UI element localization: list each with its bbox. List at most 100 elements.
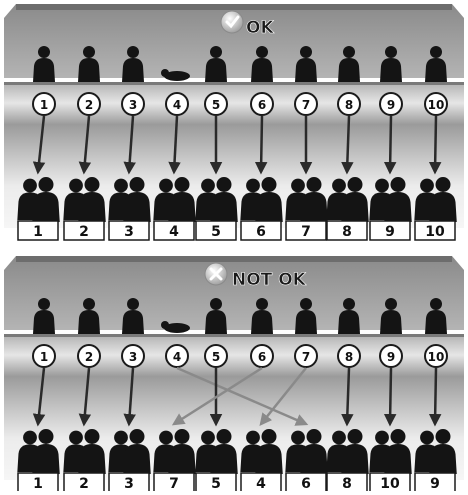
top-silhouette <box>425 46 447 82</box>
bottom-group <box>285 429 328 474</box>
top-silhouette <box>380 46 402 82</box>
bottom-label-text: 9 <box>430 476 440 491</box>
bottom-label-text: 8 <box>342 476 352 491</box>
number-label: 9 <box>387 350 395 364</box>
bottom-label: 4 <box>240 472 282 493</box>
bottom-label: 6 <box>240 220 282 241</box>
bottom-group <box>369 429 412 474</box>
bottom-label: 8 <box>326 220 368 241</box>
bottom-label-text: 10 <box>380 476 400 491</box>
mapping-arrow <box>341 115 354 175</box>
top-silhouette <box>251 298 273 334</box>
mapping-arrow <box>168 115 181 175</box>
bottom-label-text: 4 <box>256 476 266 491</box>
number-label: 10 <box>428 350 445 364</box>
bottom-label-text: 3 <box>124 224 134 240</box>
bottom-label-text: 2 <box>79 224 89 240</box>
bottom-label-text: 6 <box>301 476 311 491</box>
top-silhouette <box>205 46 227 82</box>
top-silhouette <box>380 298 402 334</box>
bottom-group <box>63 177 106 222</box>
bottom-label-text: 8 <box>342 224 352 240</box>
mapping-arrow <box>32 115 46 175</box>
mapping-arrow <box>78 367 92 427</box>
bottom-label: 8 <box>326 472 368 493</box>
mapping-arrow <box>383 115 397 175</box>
bottom-label: 5 <box>195 472 237 493</box>
top-silhouette <box>425 298 447 334</box>
check-icon <box>220 10 244 34</box>
top-silhouette <box>122 298 144 334</box>
bottom-label-text: 4 <box>169 224 179 240</box>
top-silhouette <box>205 298 227 334</box>
number-label: 8 <box>345 98 353 112</box>
number-label: 3 <box>129 350 137 364</box>
bottom-label-text: 1 <box>33 224 43 240</box>
mapping-arrow <box>176 366 309 426</box>
number-label: 7 <box>302 98 310 112</box>
bottom-label: 1 <box>17 220 59 241</box>
header-rim <box>16 4 452 10</box>
bottom-group <box>108 429 151 474</box>
number-label: 4 <box>173 98 181 112</box>
bottom-label: 7 <box>153 472 195 493</box>
bottom-group <box>326 429 369 474</box>
bottom-label: 4 <box>153 220 195 241</box>
top-silhouette <box>122 46 144 82</box>
mapping-arrow <box>341 367 354 427</box>
bottom-group <box>195 177 238 222</box>
top-silhouette <box>338 298 360 334</box>
number-circle: 2 <box>77 344 101 368</box>
bottom-group <box>153 177 196 222</box>
bottom-group <box>63 429 106 474</box>
bottom-label-text: 10 <box>425 224 445 240</box>
number-circle: 10 <box>424 92 448 116</box>
bottom-group <box>240 177 283 222</box>
bottom-group <box>369 177 412 222</box>
mapping-arrow <box>254 115 268 175</box>
number-label: 7 <box>302 350 310 364</box>
number-circle: 9 <box>379 92 403 116</box>
bottom-group-row <box>17 177 457 222</box>
number-label: 1 <box>40 98 48 112</box>
bottom-group <box>414 429 457 474</box>
bottom-label: 9 <box>369 220 411 241</box>
mapping-arrow <box>383 367 397 427</box>
number-circle: 8 <box>337 92 361 116</box>
bottom-label: 10 <box>369 472 411 493</box>
bottom-group <box>240 429 283 474</box>
number-label: 3 <box>129 98 137 112</box>
bottom-label-text: 1 <box>33 476 43 491</box>
bottom-label-text: 5 <box>211 476 221 491</box>
bottom-group <box>414 177 457 222</box>
bottom-group <box>17 177 60 222</box>
bottom-label-text: 7 <box>169 476 179 491</box>
bottom-label: 1 <box>17 472 59 493</box>
bottom-label: 10 <box>414 220 456 241</box>
bottom-group <box>285 177 328 222</box>
number-circle: 3 <box>121 344 145 368</box>
number-circle: 10 <box>424 344 448 368</box>
number-circle: 5 <box>204 92 228 116</box>
mapping-arrow <box>428 115 442 175</box>
bottom-label-text: 6 <box>256 224 266 240</box>
header-rim <box>16 256 452 262</box>
top-silhouette <box>78 46 100 82</box>
bottom-group-row <box>17 429 457 474</box>
mapping-arrow <box>78 115 92 175</box>
ok-title: OK <box>246 18 274 38</box>
number-label: 8 <box>345 350 353 364</box>
top-silhouette-row <box>33 298 447 334</box>
number-circle: 6 <box>250 344 274 368</box>
mapping-arrow <box>171 366 263 426</box>
bottom-label-text: 3 <box>124 476 134 491</box>
bottom-label: 6 <box>285 472 327 493</box>
top-silhouette <box>78 298 100 334</box>
mapping-arrow <box>123 367 136 427</box>
mapping-arrow <box>428 367 442 427</box>
x-icon <box>204 262 228 286</box>
number-circle: 6 <box>250 92 274 116</box>
band-rim <box>4 334 464 337</box>
number-circle: 2 <box>77 92 101 116</box>
